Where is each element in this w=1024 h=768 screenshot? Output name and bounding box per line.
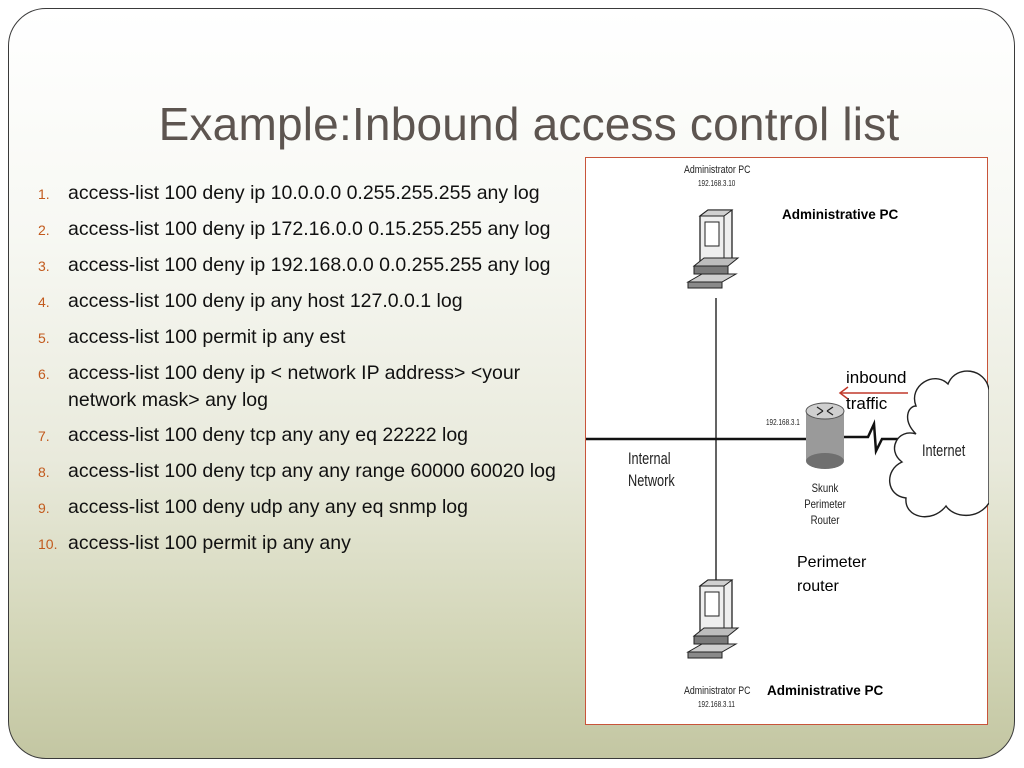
acl-number: 6.: [38, 366, 50, 382]
acl-item: 8. access-list 100 deny tcp any any range…: [38, 458, 558, 486]
acl-text: access-list 100 deny ip 10.0.0.0 0.255.2…: [68, 182, 540, 204]
top-pc-ip: 192.168.3.10: [698, 179, 736, 188]
top-pc-icon: [686, 209, 740, 289]
acl-number: 8.: [38, 464, 50, 480]
inbound-traffic-label: inbound traffic: [846, 368, 907, 413]
acl-text: access-list 100 deny ip 192.168.0.0 0.0.…: [68, 254, 551, 276]
router-icon: [805, 402, 845, 469]
slide-title: Example:Inbound access control list: [158, 98, 900, 150]
internet-label: Internet: [922, 441, 966, 460]
internet-cloud-icon: [888, 370, 989, 518]
acl-text: access-list 100 deny ip < network IP add…: [68, 362, 521, 411]
acl-text: access-list 100 deny tcp any any range 6…: [68, 460, 556, 482]
acl-number: 4.: [38, 294, 50, 310]
acl-item: 7. access-list 100 deny tcp any any eq 22…: [38, 422, 558, 450]
acl-text: access-list 100 deny ip any host 127.0.0…: [68, 290, 463, 312]
network-diagram: Administrator PC 192.168.3.10 Administra…: [585, 157, 989, 725]
acl-item: 9. access-list 100 deny udp any any eq sn…: [38, 494, 558, 522]
acl-item: 2. access-list 100 deny ip 172.16.0.0 0.1…: [38, 216, 558, 244]
router-caption: Perimeter router: [797, 554, 867, 595]
acl-text: access-list 100 deny tcp any any eq 2222…: [68, 424, 469, 446]
acl-text: access-list 100 permit ip any est: [68, 326, 346, 348]
acl-list: 1. access-list 100 deny ip 10.0.0.0 0.255…: [38, 180, 558, 566]
router-ip: 192.168.3.1: [766, 418, 800, 427]
acl-item: 10. access-list 100 permit ip any any: [38, 530, 558, 558]
acl-text: access-list 100 deny udp any any eq snmp…: [68, 496, 468, 518]
acl-number: 1.: [38, 186, 50, 202]
top-pc-label: Administrator PC: [684, 164, 751, 176]
acl-number: 10.: [38, 536, 58, 552]
acl-item: 1. access-list 100 deny ip 10.0.0.0 0.255…: [38, 180, 558, 208]
acl-text: access-list 100 permit ip any any: [68, 532, 351, 554]
bottom-pc-label: Administrator PC: [684, 685, 751, 697]
internal-network-label: Internal Network: [628, 449, 675, 490]
router-name: Skunk Perimeter Router: [804, 481, 846, 527]
top-admin-caption: Administrative PC: [782, 207, 899, 222]
bottom-pc-icon: [686, 579, 740, 659]
diagram-graphics: [586, 209, 989, 659]
acl-item: 6. access-list 100 deny ip < network IP a…: [38, 360, 558, 414]
acl-item: 5. access-list 100 permit ip any est: [38, 324, 558, 352]
acl-number: 5.: [38, 330, 50, 346]
acl-number: 2.: [38, 222, 50, 238]
wan-link: [842, 419, 904, 456]
acl-number: 9.: [38, 500, 50, 516]
acl-item: 4. access-list 100 deny ip any host 127.0…: [38, 288, 558, 316]
acl-number: 3.: [38, 258, 50, 274]
acl-item: 3. access-list 100 deny ip 192.168.0.0 0.…: [38, 252, 558, 280]
acl-text: access-list 100 deny ip 172.16.0.0 0.15.…: [68, 218, 551, 240]
bottom-pc-ip: 192.168.3.11: [698, 700, 735, 709]
bottom-admin-caption: Administrative PC: [767, 683, 884, 698]
acl-number: 7.: [38, 428, 50, 444]
